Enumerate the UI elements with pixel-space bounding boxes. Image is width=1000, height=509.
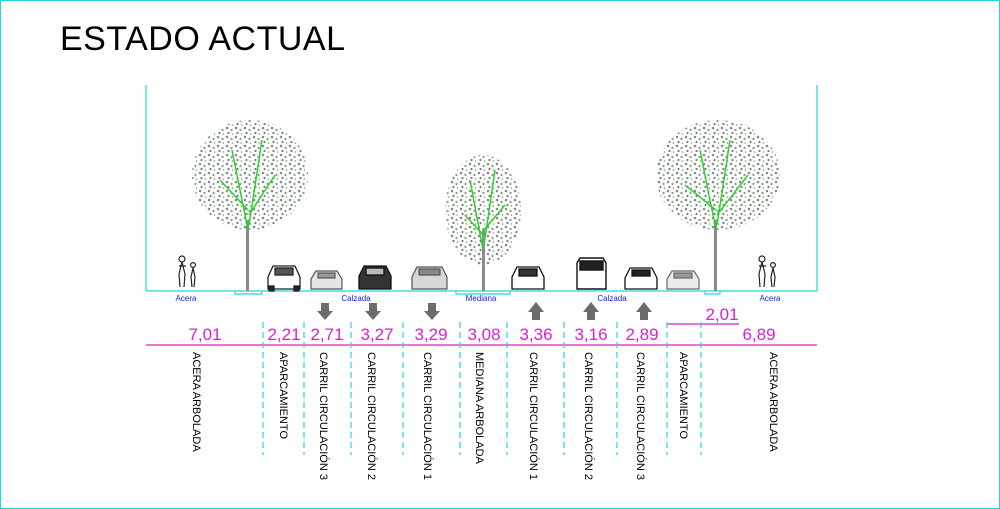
car-lane-1-left bbox=[411, 266, 448, 290]
zone-label-acera-left: Acera bbox=[176, 294, 197, 303]
dimension-value: 3,16 bbox=[574, 325, 607, 344]
dimension-line bbox=[146, 323, 817, 346]
car-lane-3-right bbox=[624, 267, 658, 290]
car-lane-2-left bbox=[358, 265, 392, 290]
pedestrians-left bbox=[178, 255, 197, 288]
car-lane-3-left bbox=[310, 270, 343, 290]
zone-label-calzada-left: Calzada bbox=[341, 294, 371, 303]
dimension-value: 3,36 bbox=[519, 325, 552, 344]
tree-median bbox=[445, 155, 521, 291]
dimension-value: 7,01 bbox=[188, 325, 221, 344]
band-label: CARRIL CIRCULACIÓN 2 bbox=[582, 352, 595, 480]
page-title: ESTADO ACTUAL bbox=[60, 20, 346, 58]
dimension-value: 3,29 bbox=[414, 325, 447, 344]
band-label: APARCAMIENTO bbox=[277, 352, 289, 439]
car-parking-left bbox=[267, 265, 301, 292]
tree-right bbox=[656, 120, 780, 291]
dimension-value: 2,21 bbox=[267, 325, 300, 344]
band-label: CARRIL CIRCULACIÓN 1 bbox=[421, 352, 434, 480]
arrow-down-lane-1-left bbox=[424, 303, 440, 320]
band-label: CARRIL CIRCULACIÓN 3 bbox=[634, 352, 647, 480]
dimension-value: 2,71 bbox=[310, 325, 343, 344]
van-lane-2-right bbox=[576, 257, 607, 290]
band-label: ACERA ARBOLADA bbox=[767, 352, 779, 452]
arrow-down-lane-2-left bbox=[365, 303, 381, 320]
band-label: CARRIL CIRCULACIÓN 3 bbox=[317, 352, 330, 480]
band-label: ACERA ARBOLADA bbox=[190, 352, 202, 452]
dimension-value: 3,08 bbox=[467, 325, 500, 344]
dimension-value: 6,89 bbox=[742, 325, 775, 344]
arrow-up-lane-3-right bbox=[636, 302, 652, 320]
dimension-value: 3,27 bbox=[360, 325, 393, 344]
zone-label-acera-right: Acera bbox=[760, 294, 781, 303]
dimension-value: 2,89 bbox=[625, 325, 658, 344]
car-parking-right bbox=[666, 270, 700, 290]
pedestrians-right bbox=[758, 255, 776, 288]
band-label: APARCAMIENTO bbox=[677, 352, 689, 439]
tree-left bbox=[192, 120, 308, 291]
section-outline bbox=[145, 85, 818, 295]
car-lane-1-right bbox=[511, 266, 545, 290]
arrow-up-lane-1-right bbox=[528, 302, 544, 320]
dimension-value: 2,01 bbox=[705, 305, 738, 324]
zone-label-calzada-right: Calzada bbox=[597, 294, 627, 303]
arrow-down-lane-3-left bbox=[317, 303, 333, 320]
band-label: MEDIANA ARBOLADA bbox=[473, 352, 485, 465]
zone-label-mediana: Mediana bbox=[466, 294, 497, 303]
arrow-up-lane-2-right bbox=[583, 302, 599, 320]
band-separators bbox=[262, 322, 702, 455]
band-label: CARRIL CIRCULACIÓN 1 bbox=[527, 352, 540, 480]
band-label: CARRIL CIRCULACIÓN 2 bbox=[365, 352, 378, 480]
